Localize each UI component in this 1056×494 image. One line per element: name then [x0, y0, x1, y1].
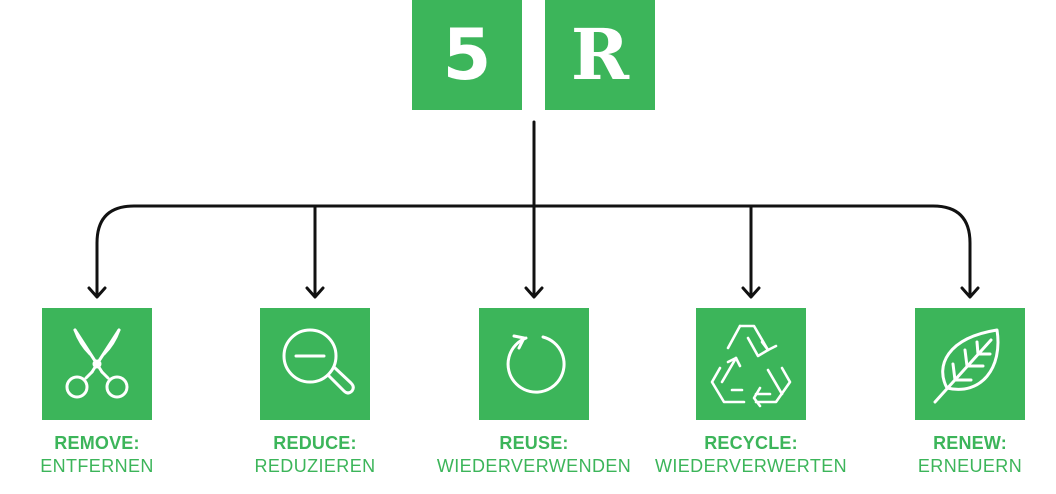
arrowhead-remove	[87, 286, 107, 299]
label-remove: REMOVE: ENTFERNEN	[0, 432, 207, 478]
label-title: REMOVE:	[54, 433, 140, 453]
recycle-icon	[696, 308, 806, 420]
magnifier-minus-icon	[260, 308, 370, 420]
card-reuse	[479, 308, 589, 420]
label-title: REUSE:	[499, 433, 569, 453]
label-title: RENEW:	[933, 433, 1007, 453]
arrowhead-renew	[960, 286, 980, 299]
label-renew: RENEW: ERNEUERN	[860, 432, 1056, 478]
card-remove	[42, 308, 152, 420]
arrowhead-recycle	[741, 286, 761, 299]
arrowhead-reuse	[524, 286, 544, 299]
number-text: 5	[442, 14, 492, 96]
label-reduce: REDUCE: REDUZIEREN	[205, 432, 425, 478]
label-subtitle: WIEDERVERWENDEN	[436, 456, 632, 476]
letter-text: R	[570, 13, 630, 96]
card-recycle	[696, 308, 806, 420]
leaf-icon	[915, 308, 1025, 420]
label-title: REDUCE:	[273, 433, 357, 453]
card-reduce	[260, 308, 370, 420]
label-recycle: RECYCLE: WIEDERVERWERTEN	[641, 432, 861, 478]
label-reuse: REUSE: WIEDERVERWENDEN	[424, 432, 644, 478]
connector-tree	[87, 120, 980, 299]
label-subtitle: ENTFERNEN	[40, 456, 154, 476]
letter-tile: R	[545, 0, 655, 110]
card-renew	[915, 308, 1025, 420]
label-subtitle: ERNEUERN	[917, 456, 1023, 476]
refresh-icon	[479, 308, 589, 420]
scissors-icon	[42, 308, 152, 420]
label-subtitle: WIEDERVERWERTEN	[654, 456, 848, 476]
number-tile: 5	[412, 0, 522, 110]
label-subtitle: REDUZIEREN	[254, 456, 376, 476]
label-title: RECYCLE:	[704, 433, 798, 453]
arrowhead-reduce	[305, 286, 325, 299]
